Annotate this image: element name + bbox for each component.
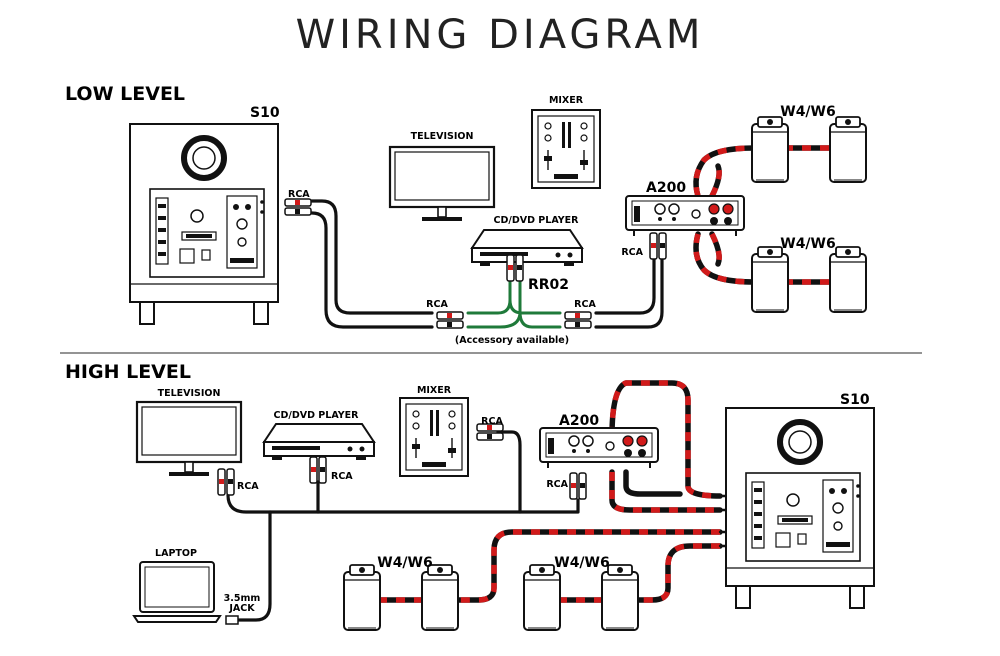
- low-television-label: TELEVISION: [411, 131, 474, 142]
- low-cable-sub-left-a: [293, 199, 434, 315]
- low-subwoofer-label: S10: [250, 105, 280, 121]
- high-television-label: TELEVISION: [158, 388, 221, 399]
- rr02-adapter-label: RR02: [528, 277, 569, 293]
- low-speaker-top-left: [751, 116, 789, 183]
- low-speaker-wire-top-2-dash: [709, 164, 722, 198]
- low-cd-player-label: CD/DVD PLAYER: [494, 215, 580, 226]
- low-speaker-wire-bottom-2-dash: [709, 232, 722, 266]
- low-rca-amp-label: RCA: [621, 247, 643, 258]
- low-rca-plug-right: [564, 311, 592, 329]
- jack-label: JACK: [228, 603, 255, 614]
- low-rca-plug-amp: [649, 232, 667, 260]
- high-bus-cable: [226, 493, 580, 514]
- high-cd-player: [263, 423, 375, 461]
- high-speakers-left-label: W4/W6: [377, 555, 432, 571]
- low-television: [388, 145, 496, 223]
- high-mixer: [399, 397, 469, 477]
- high-subwoofer-label: S10: [840, 392, 870, 408]
- low-amplifier-label: A200: [646, 180, 686, 196]
- high-speaker-wire-amp-sub-2: [623, 469, 683, 497]
- high-rca-cd-label: RCA: [331, 471, 353, 482]
- accessory-note: (Accessory available): [455, 335, 569, 346]
- low-amplifier-a200: [625, 195, 745, 237]
- low-speaker-bottom-left: [751, 246, 789, 313]
- low-cable-right-amp-a: [594, 252, 656, 315]
- high-speaker-wire-to-left-dash: [456, 529, 720, 603]
- high-rca-plug-tv: [217, 468, 235, 496]
- page-title: WIRING DIAGRAM: [296, 12, 705, 58]
- low-rca-sub-label: RCA: [288, 189, 310, 200]
- low-rca-plug-left: [436, 311, 464, 329]
- high-cd-player-label: CD/DVD PLAYER: [274, 410, 360, 421]
- low-level-title: LOW LEVEL: [65, 83, 185, 105]
- high-television: [135, 400, 243, 478]
- high-speaker-3: [523, 564, 561, 631]
- jack-size-label: 3.5mm: [224, 593, 261, 604]
- high-speaker-wire-amp-sub-dash: [609, 472, 720, 513]
- high-rca-plug-amp: [569, 472, 587, 500]
- low-cable-right-amp-b: [594, 252, 664, 329]
- low-speaker-wire-top: [693, 145, 757, 199]
- high-speaker-wire-loop-dash: [609, 380, 721, 499]
- jack-plug: [225, 615, 239, 625]
- high-speaker-wire-to-right: [633, 543, 723, 603]
- high-speaker-wire-to-right-dash: [636, 543, 720, 603]
- rr02-adapter-cable: [466, 276, 562, 329]
- high-mixer-label: MIXER: [417, 385, 452, 396]
- low-level-section: LOW LEVEL S10 TELEVISION MIXER: [65, 83, 867, 346]
- high-cable-laptop: [234, 510, 272, 622]
- low-speaker-bottom-right: [829, 246, 867, 313]
- high-speaker-4: [601, 564, 639, 631]
- low-rca-left-label: RCA: [426, 299, 448, 310]
- high-laptop-label: LAPTOP: [155, 548, 197, 559]
- low-speaker-wire-bottom-dash: [693, 233, 755, 285]
- high-level-title: HIGH LEVEL: [65, 361, 191, 383]
- low-cable-sub-left-b: [293, 211, 434, 329]
- low-cd-player: [471, 229, 583, 267]
- low-speaker-wire-bottom: [693, 231, 757, 285]
- high-rca-tv-label: RCA: [237, 481, 259, 492]
- high-amplifier-a200: [539, 427, 659, 469]
- low-rca-plug-sub: [284, 198, 312, 216]
- high-amplifier-label: A200: [559, 413, 599, 429]
- high-cable-mixer: [496, 430, 522, 514]
- low-subwoofer-s10: [130, 124, 278, 324]
- low-speakers-top-label: W4/W6: [780, 104, 835, 120]
- low-mixer-label: MIXER: [549, 95, 584, 106]
- high-laptop: [133, 561, 221, 623]
- high-subwoofer-s10: [726, 408, 874, 608]
- high-speakers-right-label: W4/W6: [554, 555, 609, 571]
- high-rca-plug-cd: [309, 456, 327, 484]
- low-mixer: [531, 109, 601, 189]
- high-level-section: HIGH LEVEL TELEVISION CD/DVD PLAYER: [65, 361, 874, 631]
- high-speaker-1: [343, 564, 381, 631]
- low-speaker-wire-top-dash: [693, 145, 755, 197]
- high-rca-mixer-label: RCA: [481, 416, 503, 427]
- high-speaker-2: [421, 564, 459, 631]
- high-rca-amp-label: RCA: [546, 479, 568, 490]
- low-rca-right-label: RCA: [574, 299, 596, 310]
- low-speakers-bottom-label: W4/W6: [780, 236, 835, 252]
- low-speaker-top-right: [829, 116, 867, 183]
